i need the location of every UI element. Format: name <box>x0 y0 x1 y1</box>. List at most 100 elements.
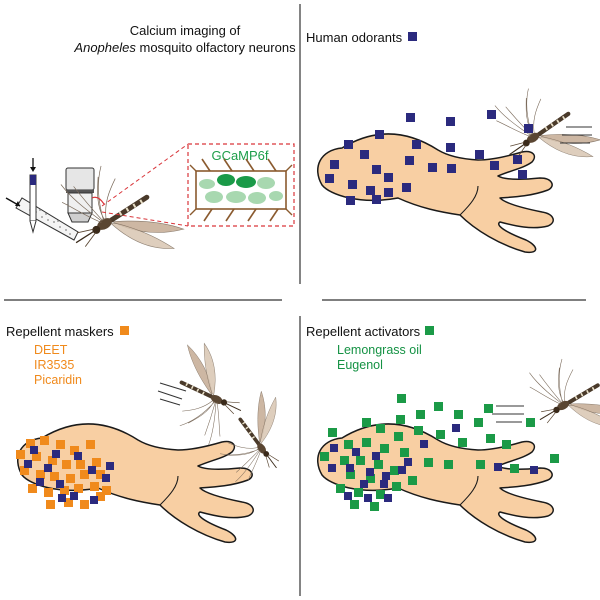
masker-square <box>50 472 59 481</box>
odorant-square <box>364 494 372 502</box>
flight-lines <box>560 126 592 144</box>
odorant-molecules <box>325 110 533 205</box>
activator-square <box>390 466 399 475</box>
odorant-square <box>106 462 114 470</box>
masker-square <box>32 452 41 461</box>
odorant-square <box>346 464 354 472</box>
panel-maskers: Repellent maskers DEET IR3535 Picaridin <box>6 324 311 544</box>
activator-square <box>328 428 337 437</box>
imaging-title-species: Anopheles <box>73 40 136 55</box>
human-arm-icon <box>316 423 554 544</box>
masker-square <box>44 488 53 497</box>
masker-square <box>96 492 105 501</box>
activator-square <box>362 418 371 427</box>
masker-item-ir3535: IR3535 <box>34 358 74 372</box>
odorant-square <box>325 174 334 183</box>
mosquito-icon <box>518 341 600 458</box>
odorant-square <box>446 143 455 152</box>
activator-square <box>476 460 485 469</box>
odorant-square <box>524 124 533 133</box>
activator-square <box>436 430 445 439</box>
odorant-square <box>372 195 381 204</box>
activator-square <box>394 432 403 441</box>
odorant-square <box>490 161 499 170</box>
odorant-square <box>428 163 437 172</box>
odorant-square <box>487 110 496 119</box>
masker-legend-square <box>120 326 129 335</box>
activator-square <box>400 448 409 457</box>
masker-square <box>70 446 79 455</box>
odorant-square <box>420 440 428 448</box>
activator-square <box>380 444 389 453</box>
activator-square <box>370 502 379 511</box>
masker-square <box>90 482 99 491</box>
panel-dividers <box>4 4 586 596</box>
activator-square <box>376 424 385 433</box>
odorant-square <box>56 480 64 488</box>
odorant-square <box>24 460 32 468</box>
odorant-square <box>348 180 357 189</box>
panel-imaging: Calcium imaging of Anopheles mosquito ol… <box>5 23 296 290</box>
masker-square <box>16 450 25 459</box>
imaging-title-line2: Anopheles mosquito olfactory neurons <box>73 40 296 55</box>
odorant-square <box>412 140 421 149</box>
odorant-square <box>74 452 82 460</box>
masker-square <box>102 486 111 495</box>
activator-square <box>416 410 425 419</box>
panel-activators: Repellent activators Lemongrass oil Euge… <box>306 324 600 544</box>
odorant-square <box>102 474 110 482</box>
odorant-square <box>513 155 522 164</box>
activator-square <box>392 482 401 491</box>
activator-square <box>397 394 406 403</box>
odorant-square <box>530 466 538 474</box>
human-arm-icon <box>316 133 554 254</box>
masker-square <box>64 498 73 507</box>
masker-square <box>76 460 85 469</box>
odorant-square <box>328 464 336 472</box>
antenna-segment-icon <box>189 158 293 222</box>
masker-square <box>74 484 83 493</box>
activator-item-eugenol: Eugenol <box>337 358 383 372</box>
odorant-square <box>90 496 98 504</box>
activator-square <box>444 460 453 469</box>
imaging-title-line1: Calcium imaging of <box>130 23 241 38</box>
activator-square <box>526 418 535 427</box>
activator-square <box>454 410 463 419</box>
masker-square <box>96 470 105 479</box>
human-arm-icon <box>16 423 254 544</box>
activator-square <box>356 456 365 465</box>
odorant-square <box>398 466 406 474</box>
odorant-square <box>352 448 360 456</box>
odorant-square <box>518 170 527 179</box>
activator-legend-square <box>425 326 434 335</box>
activator-square <box>344 440 353 449</box>
masker-square <box>66 474 75 483</box>
odorant-square <box>382 472 390 480</box>
activator-square <box>320 452 329 461</box>
odorant-square <box>372 452 380 460</box>
odorant-square <box>405 156 414 165</box>
odorant-square <box>384 173 393 182</box>
masker-square <box>62 460 71 469</box>
masker-square <box>40 436 49 445</box>
odorant-square <box>44 464 52 472</box>
activator-square <box>336 484 345 493</box>
flight-lines <box>492 405 524 423</box>
odorant-square <box>70 492 78 500</box>
masker-square <box>80 500 89 509</box>
imaging-title-rest: mosquito olfactory neurons <box>136 40 296 55</box>
activator-square <box>414 426 423 435</box>
activator-square <box>486 434 495 443</box>
activator-square <box>376 490 385 499</box>
activator-square <box>366 474 375 483</box>
odorant-square <box>446 117 455 126</box>
masker-square <box>60 486 69 495</box>
masker-square <box>20 466 29 475</box>
activator-square <box>396 415 405 424</box>
recording-electrode-icon <box>5 197 79 241</box>
odorant-square <box>406 113 415 122</box>
mosquito-icon <box>47 143 190 290</box>
odorants-label: Human odorants <box>306 30 403 45</box>
maskers-label: Repellent maskers <box>6 324 114 339</box>
